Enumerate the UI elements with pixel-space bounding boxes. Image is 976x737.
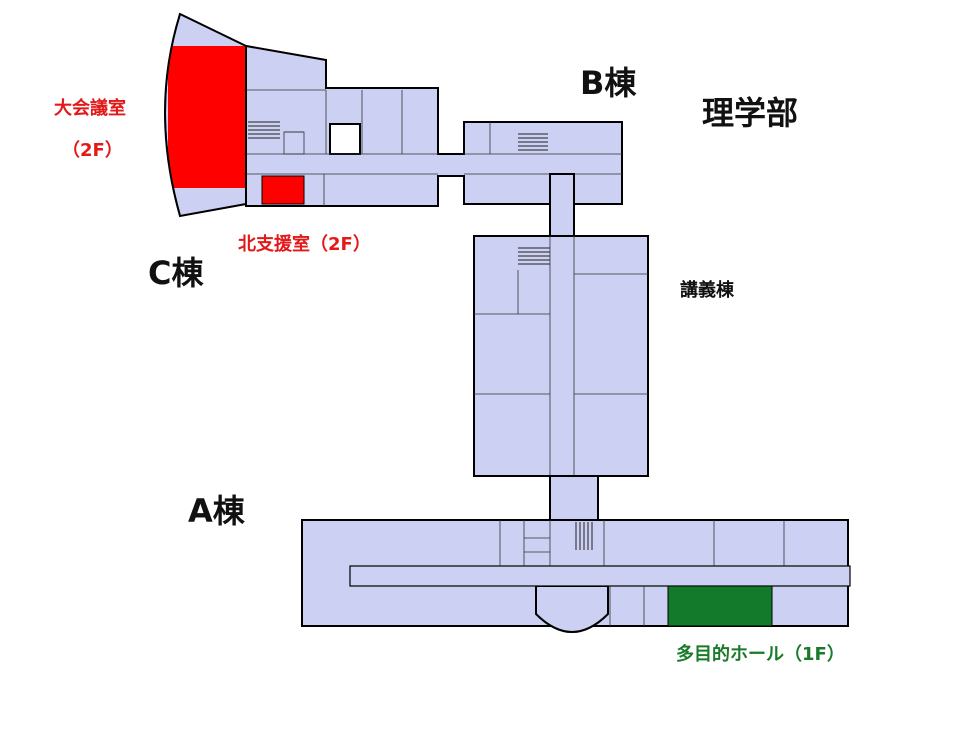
- label-multipurpose-hall: 多目的ホール（1F）: [676, 643, 845, 665]
- a-building-inner-corridor: [349, 565, 851, 587]
- lecture-building-stairs: [518, 247, 550, 265]
- c-building-elevator-box: [329, 123, 361, 155]
- b-building-stairs: [518, 133, 548, 151]
- north-support-room-highlight[interactable]: [261, 175, 305, 205]
- multipurpose-hall-highlight[interactable]: [667, 585, 773, 627]
- lecture-building: [473, 235, 649, 477]
- label-main-hall: 大会議室: [54, 97, 126, 119]
- c-building-curve-outline: [164, 13, 181, 217]
- c-building-stairs: [248, 121, 280, 139]
- label-north-support-room: 北支援室（2F）: [238, 233, 371, 255]
- south-corridor: [549, 475, 599, 523]
- label-lecture-building: 講義棟: [680, 279, 735, 301]
- label-building-b: B棟: [580, 64, 637, 102]
- main-hall-highlight[interactable]: [168, 46, 246, 188]
- a-building-entrance-curve: [535, 585, 609, 633]
- label-building-c: C棟: [148, 254, 204, 292]
- label-faculty-science: 理学部: [702, 94, 798, 132]
- label-main-hall-floor: （2F）: [62, 140, 123, 161]
- north-corridor: [549, 173, 575, 237]
- label-building-a: A棟: [188, 492, 246, 530]
- a-building-stairs: [575, 522, 593, 550]
- main-hall-curve-mask: [160, 14, 180, 216]
- c-building-body: [245, 44, 623, 207]
